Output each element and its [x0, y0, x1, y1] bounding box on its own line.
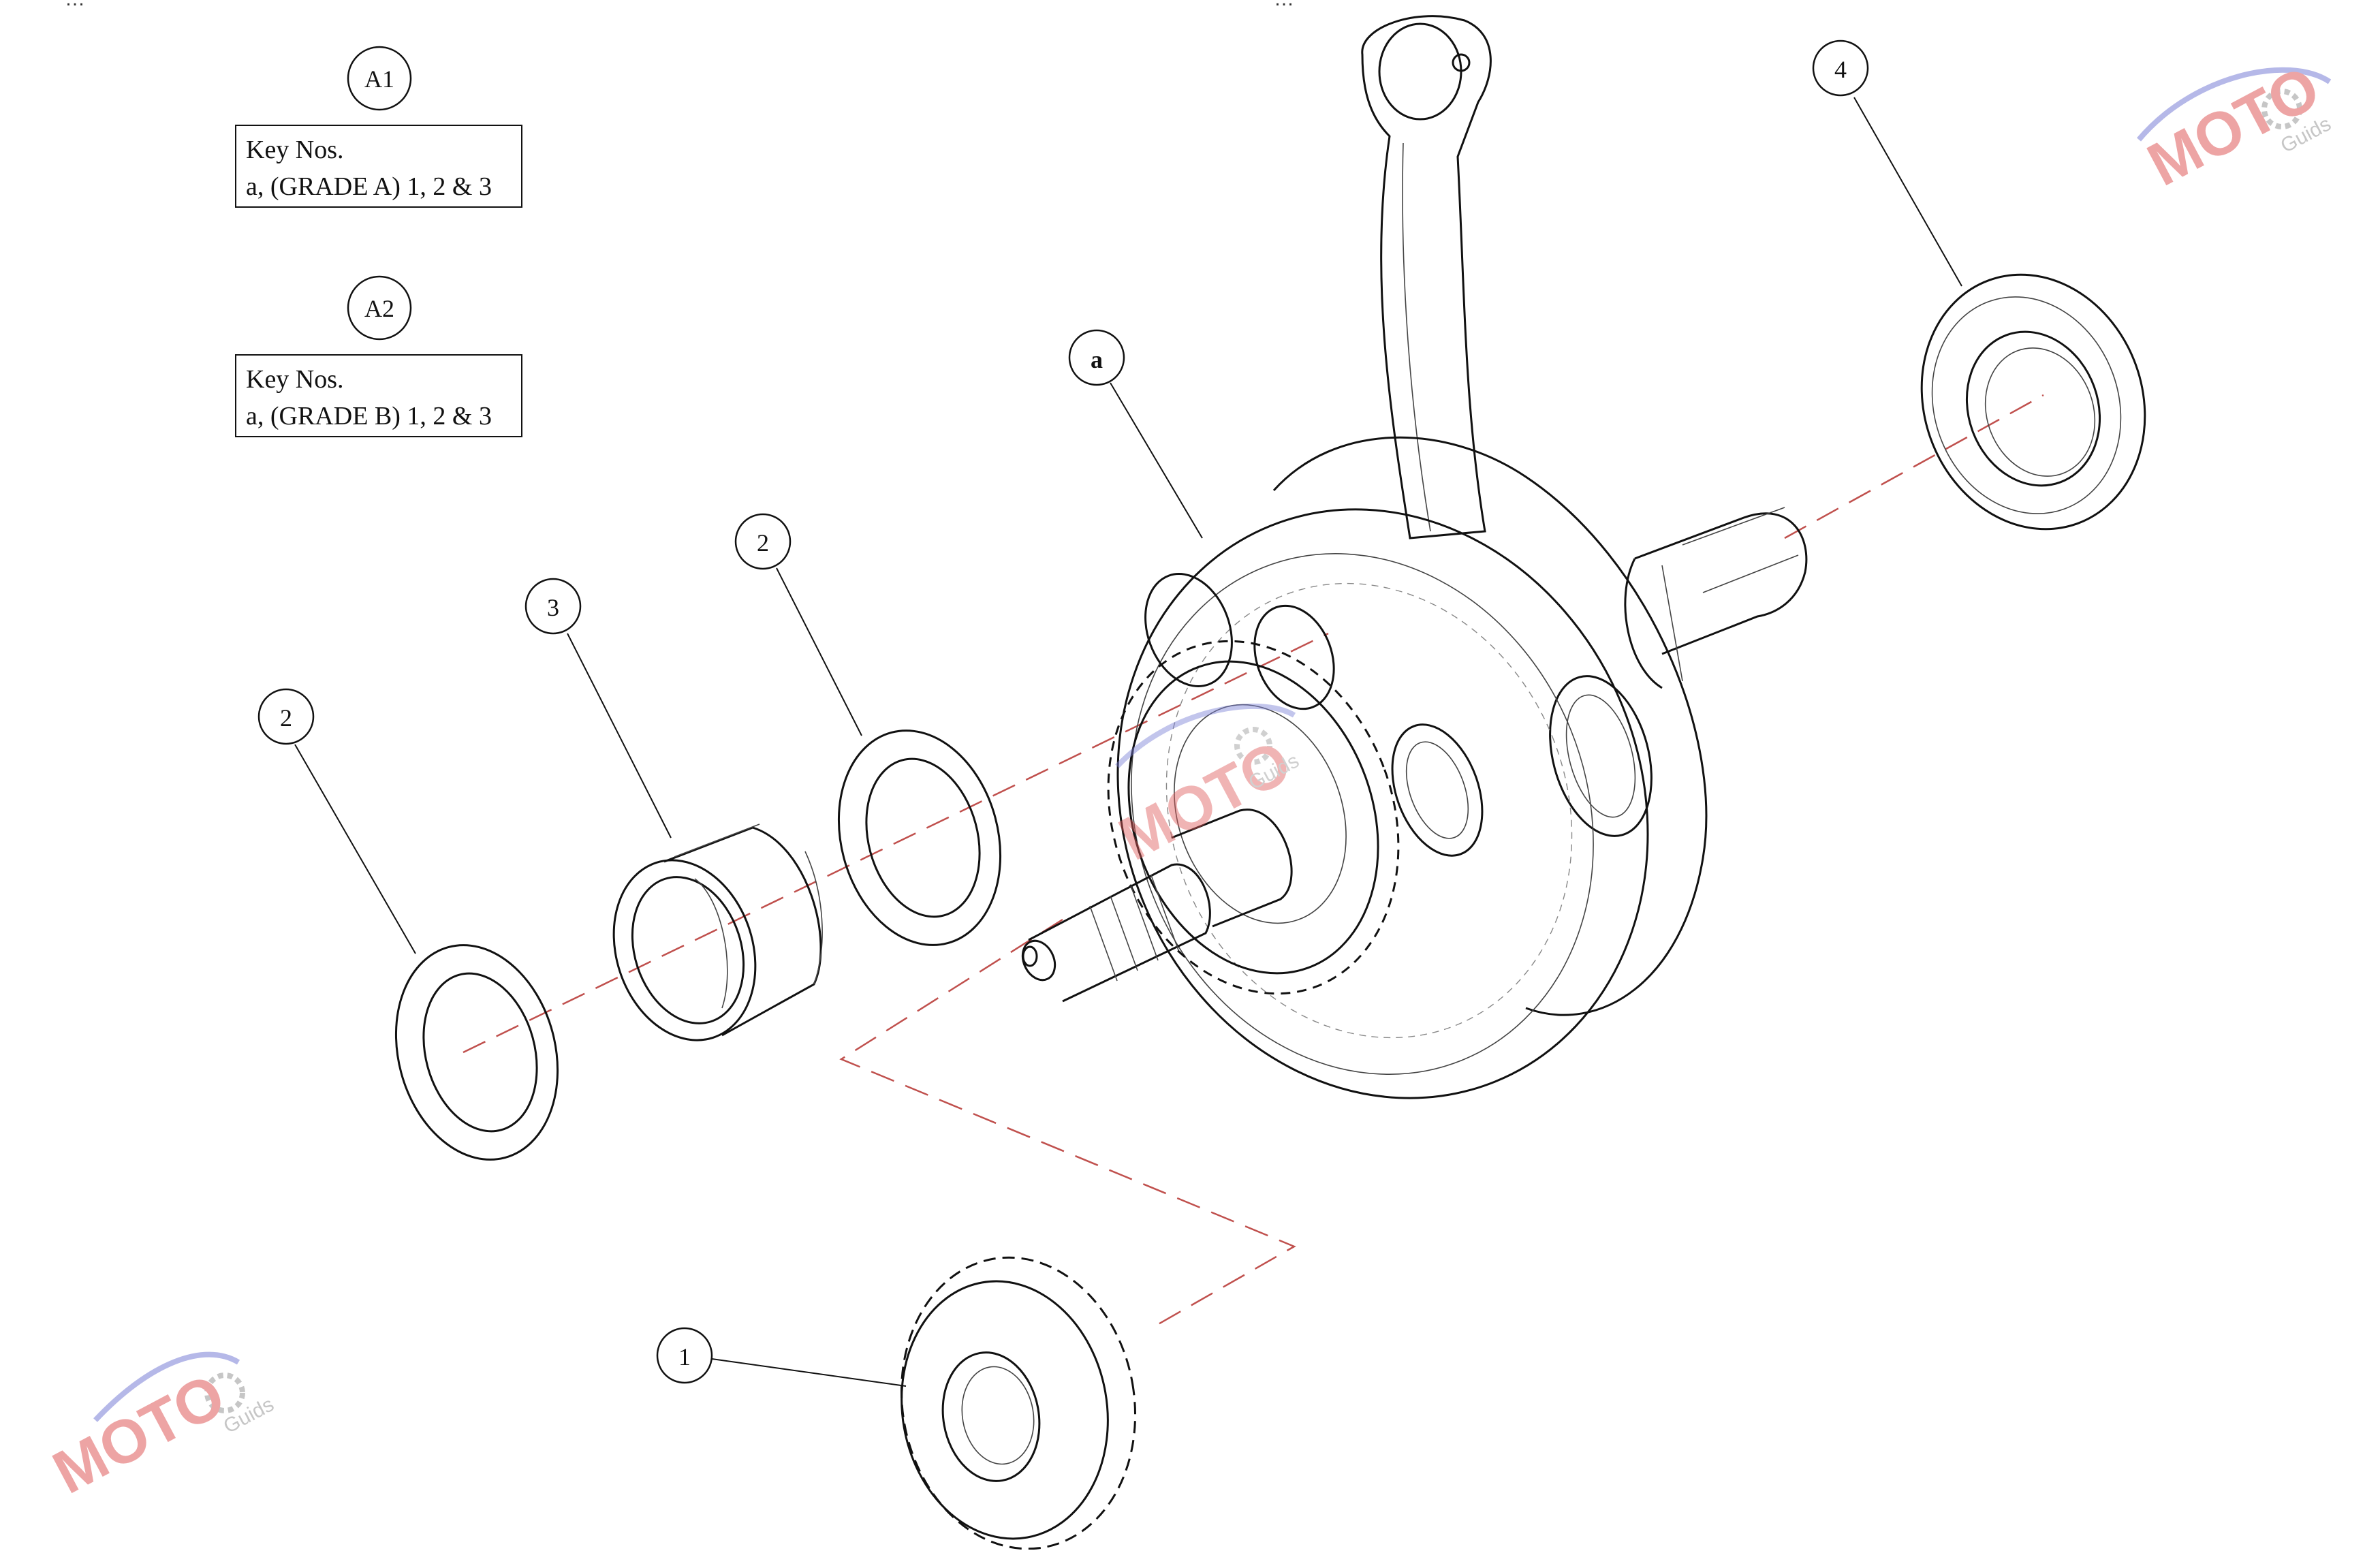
key-box-a2-line: a, (GRADE B) 1, 2 & 3 — [246, 402, 492, 430]
group-callout-a1: A1 — [347, 46, 412, 111]
key-box-a1: Key Nos. a, (GRADE A) 1, 2 & 3 — [235, 125, 522, 208]
svg-text:1: 1 — [678, 1343, 691, 1370]
key-box-a1-line: a, (GRADE A) 1, 2 & 3 — [246, 172, 492, 201]
washer-2-left — [394, 944, 559, 1161]
crankshaft-assembly — [1021, 15, 1808, 1099]
leader-lines — [294, 97, 1962, 1387]
svg-text:4: 4 — [1834, 56, 1847, 83]
watermark-logo-bottom-left: MOTO Guids — [42, 1351, 278, 1507]
svg-text:2: 2 — [757, 529, 769, 556]
callout-2-left: 2 — [257, 688, 315, 745]
header-center-text: … — [1274, 0, 1294, 11]
key-box-a2-title: Key Nos. — [246, 365, 344, 394]
group-callout-a2: A2 — [347, 275, 412, 341]
svg-text:a: a — [1091, 346, 1103, 373]
svg-text:2: 2 — [280, 704, 292, 732]
svg-text:A2: A2 — [364, 295, 394, 322]
gear-1 — [900, 1256, 1137, 1550]
callout-a: a — [1068, 329, 1125, 386]
watermark-logo-top-right: MOTO Guids — [2136, 53, 2334, 200]
callout-3: 3 — [524, 578, 582, 635]
header-left-text: … — [65, 0, 85, 11]
assembly-axis-lines — [463, 394, 2044, 1330]
crank-gear — [1107, 640, 1400, 995]
washer-2-right — [837, 730, 1002, 946]
callout-1: 1 — [656, 1327, 713, 1384]
key-box-a1-title: Key Nos. — [246, 136, 344, 164]
svg-text:Guids: Guids — [220, 1393, 278, 1438]
callout-2-right: 2 — [734, 513, 792, 570]
callout-4: 4 — [1812, 40, 1869, 97]
key-box-a2: Key Nos. a, (GRADE B) 1, 2 & 3 — [235, 354, 522, 437]
svg-text:3: 3 — [547, 594, 559, 621]
bushing-3 — [612, 823, 823, 1041]
bearing-4 — [1920, 273, 2146, 531]
svg-text:A1: A1 — [364, 65, 394, 93]
